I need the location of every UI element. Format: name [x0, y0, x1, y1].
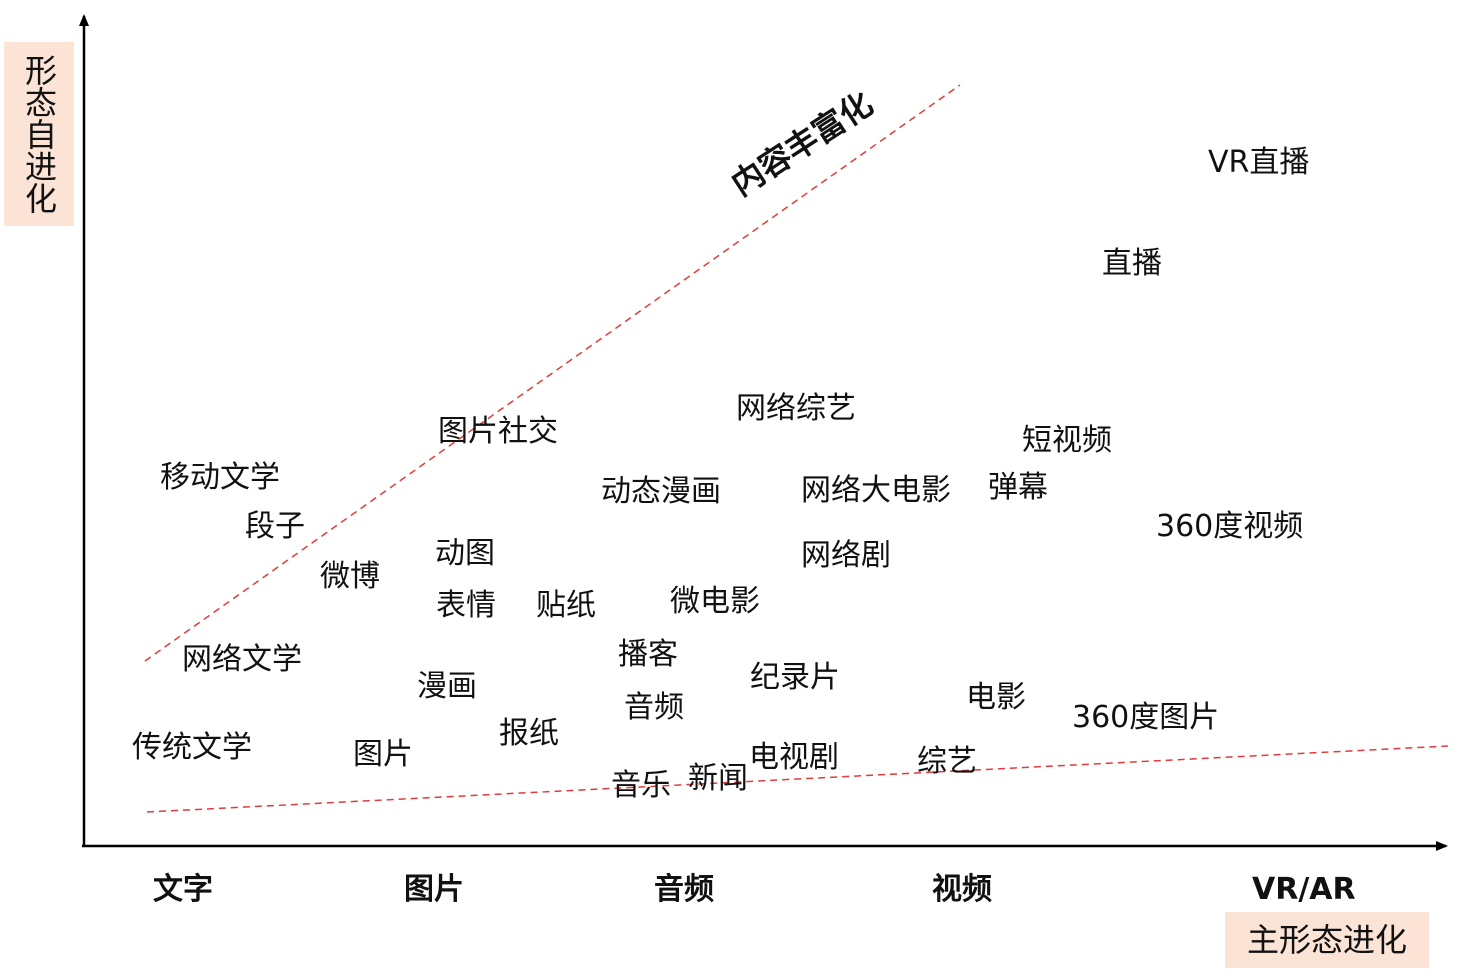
item-weibo: 微博: [320, 559, 380, 594]
item-comic: 漫画: [417, 669, 477, 704]
item-web-movie: 网络大电影: [801, 473, 951, 508]
item-podcast: 播客: [618, 637, 678, 672]
item-emoji: 表情: [436, 588, 496, 623]
x-category-vr-ar: VR/AR: [1252, 872, 1356, 907]
x-category-image: 图片: [404, 872, 464, 907]
item-motion-comic: 动态漫画: [601, 474, 721, 509]
item-micro-film: 微电影: [670, 584, 760, 619]
item-danmaku: 弹幕: [988, 470, 1048, 505]
item-music: 音乐: [611, 768, 671, 803]
item-tv-series: 电视剧: [749, 740, 839, 775]
x-axis-title: 主形态进化: [1225, 912, 1429, 968]
item-vr-live: VR直播: [1208, 145, 1310, 180]
y-axis-title: 形态自进化: [4, 42, 74, 226]
item-audio: 音频: [624, 690, 684, 725]
item-gif: 动图: [435, 536, 495, 571]
item-web-literature: 网络文学: [182, 642, 302, 677]
x-category-text: 文字: [153, 872, 213, 907]
item-web-drama: 网络剧: [801, 538, 891, 573]
item-newspaper: 报纸: [499, 716, 559, 751]
item-360-video: 360度视频: [1156, 509, 1304, 544]
item-live-stream: 直播: [1102, 246, 1162, 281]
item-image-social: 图片社交: [438, 414, 558, 449]
item-360-image: 360度图片: [1072, 700, 1220, 735]
item-traditional-literature: 传统文学: [132, 730, 252, 765]
item-short-video: 短视频: [1022, 423, 1112, 458]
x-category-audio: 音频: [654, 872, 714, 907]
item-image: 图片: [353, 737, 413, 772]
item-movie: 电影: [966, 680, 1026, 715]
item-mobile-literature: 移动文学: [160, 460, 280, 495]
item-sticker: 贴纸: [536, 588, 596, 623]
item-documentary: 纪录片: [750, 660, 840, 695]
item-web-variety: 网络综艺: [736, 391, 856, 426]
item-news: 新闻: [688, 761, 748, 796]
item-joke: 段子: [245, 509, 305, 544]
item-variety-show: 综艺: [917, 744, 977, 779]
x-category-video: 视频: [932, 872, 992, 907]
trend-line-upper: [144, 84, 961, 662]
trend-line-lower: [146, 745, 1449, 813]
